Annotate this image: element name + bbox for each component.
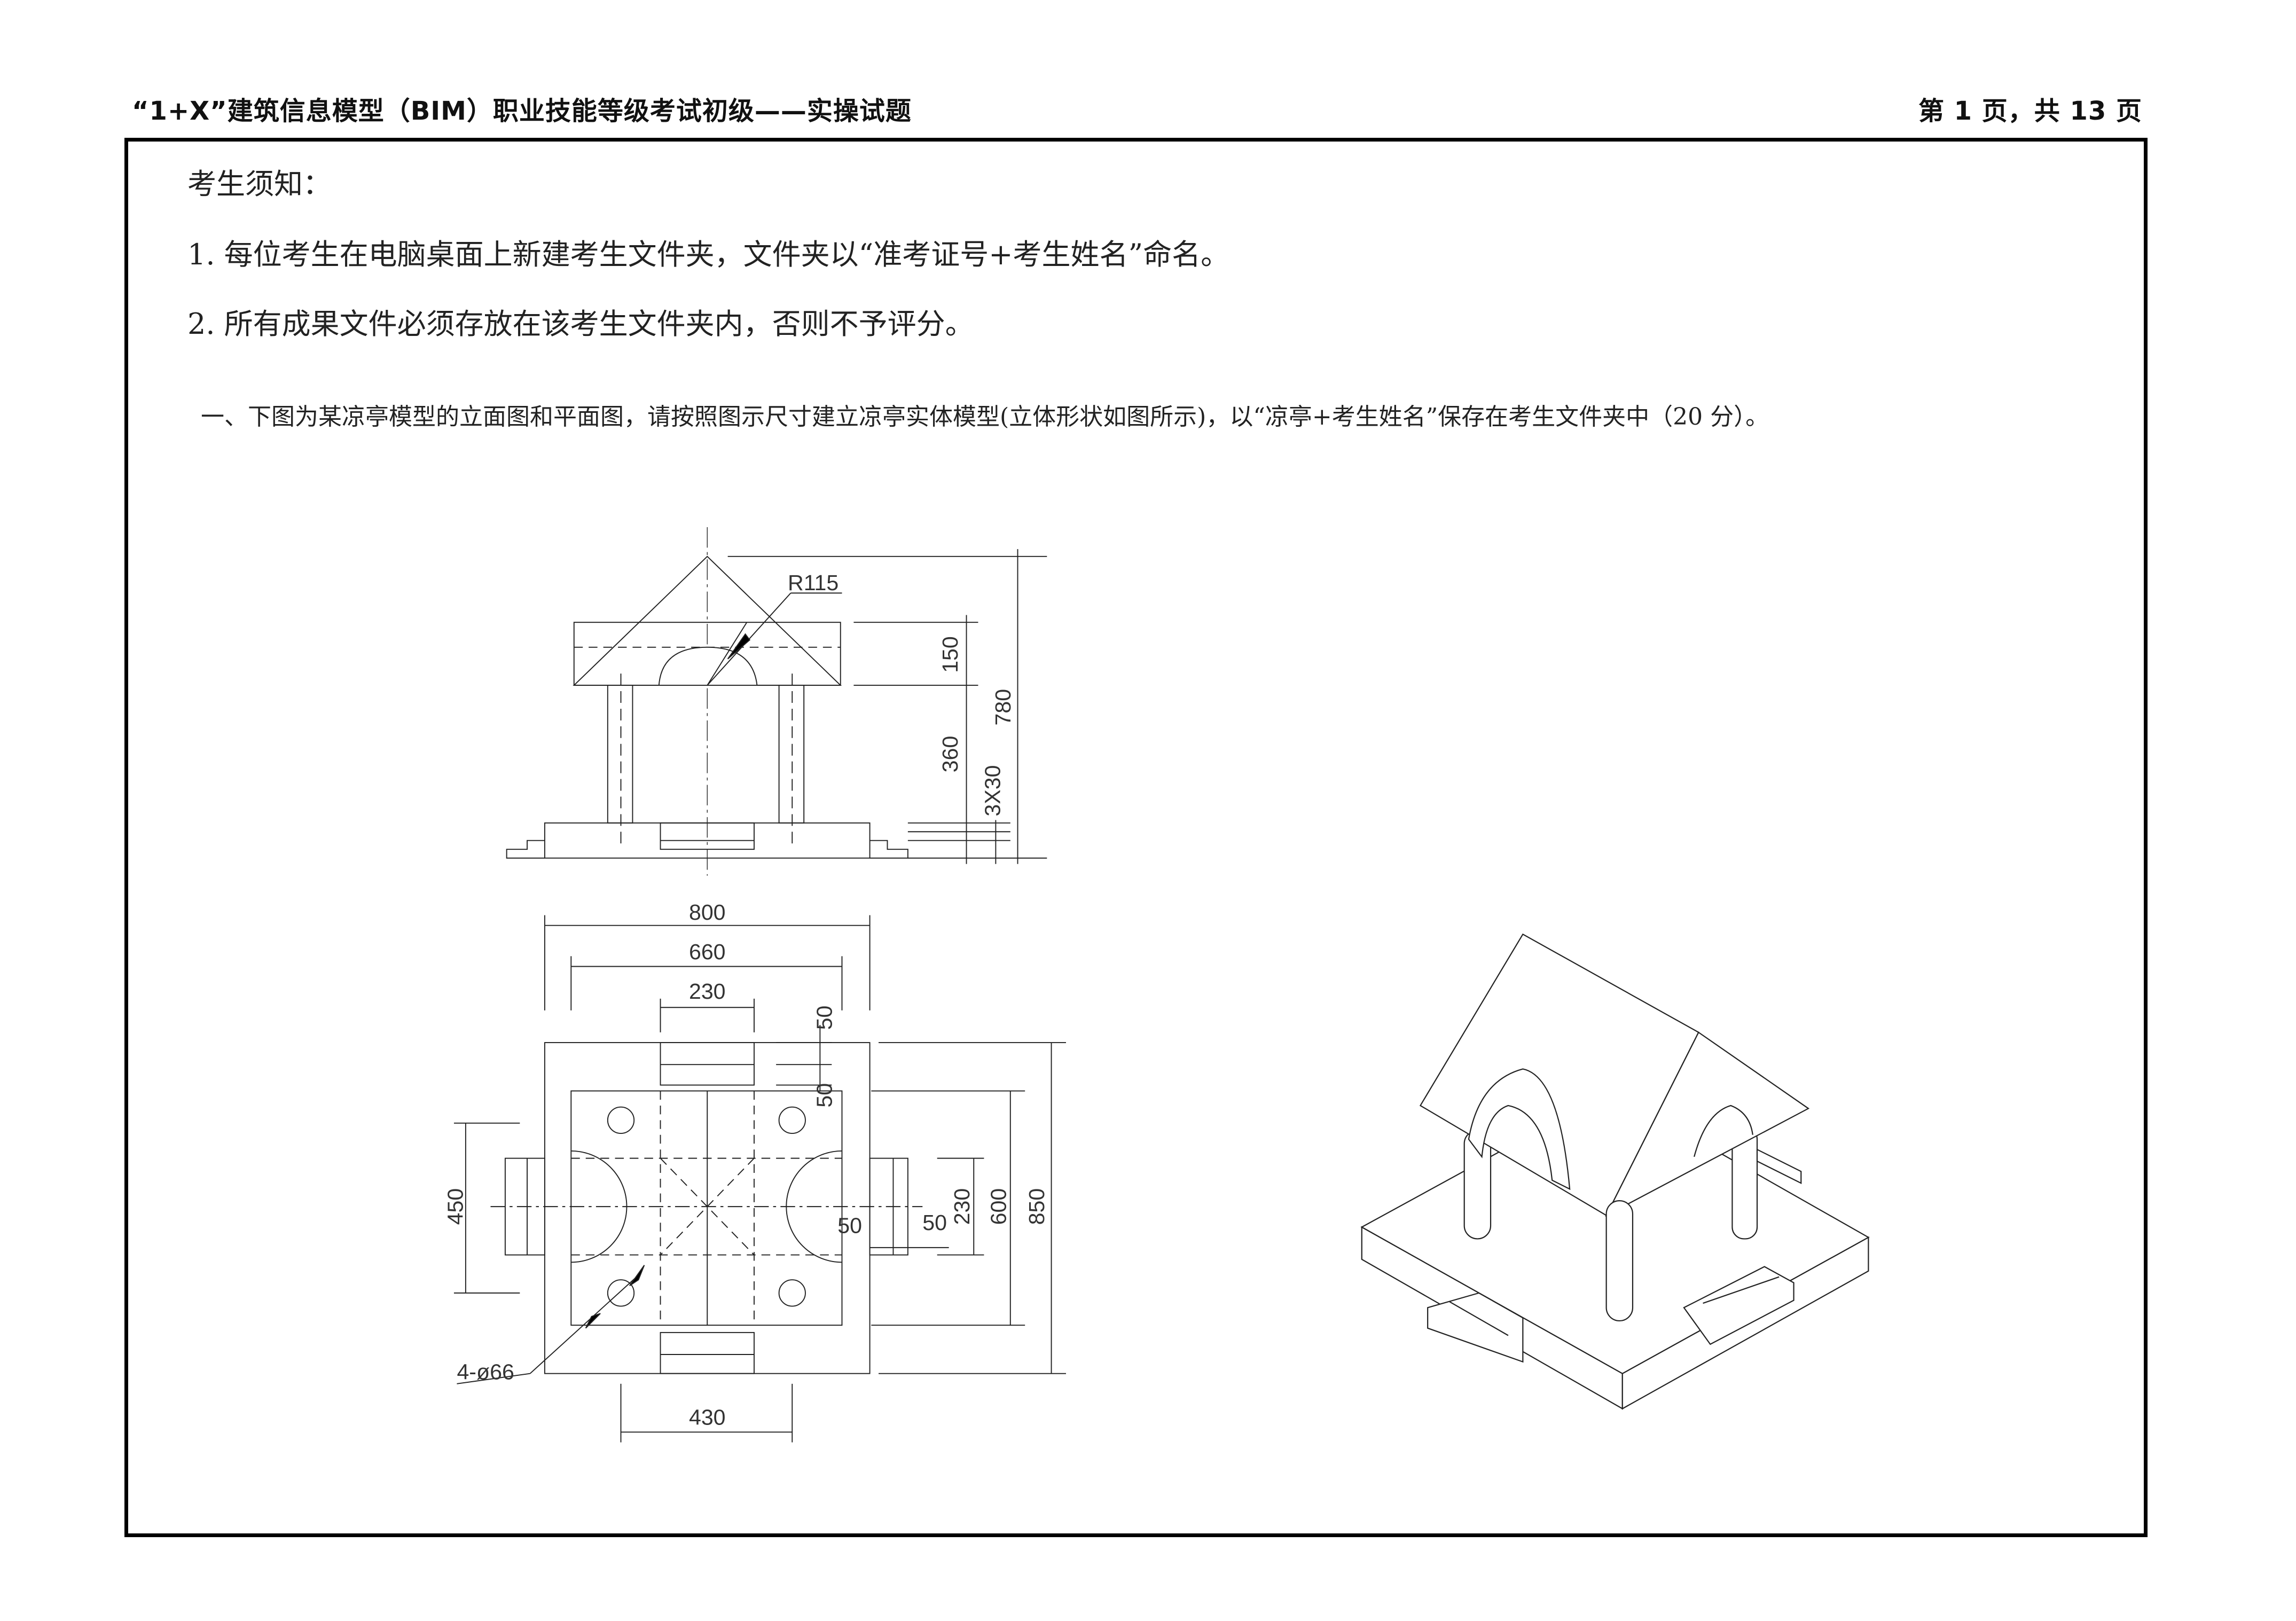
plan-view: 800 660 230 450 850 600 [443,900,1066,1443]
column-holes [607,1106,806,1307]
dim-430: 430 [689,1405,726,1430]
elevation-view: R115 150 360 780 3X30 [506,527,1047,876]
dim-600: 600 [986,1188,1011,1225]
dim-360: 360 [938,736,962,773]
dim-450: 450 [443,1188,467,1225]
notice-item-2: 2. 所有成果文件必须存放在该考生文件夹内，否则不予评分。 [187,307,974,341]
dim-150: 150 [938,636,962,673]
dim-50-d: 50 [922,1210,947,1235]
dim-800: 800 [689,900,726,925]
radius-label: R115 [788,570,839,595]
notice-heading: 考生须知： [187,167,332,201]
content-frame [124,138,2148,1537]
dim-660: 660 [689,939,726,964]
dim-780: 780 [991,689,1015,726]
dim-3x30: 3X30 [981,765,1005,816]
isometric-view [1360,933,1870,1410]
dim-50-b: 50 [812,1083,836,1108]
dim-50-c: 50 [837,1213,862,1238]
hole-label: 4-ø66 [457,1360,514,1384]
document-title: “1+X”建筑信息模型（BIM）职业技能等级考试初级——实操试题 [132,96,912,126]
dim-230-top: 230 [689,979,726,1004]
page-indicator: 第 1 页，共 13 页 [1918,96,2142,126]
dim-50-a: 50 [812,1006,836,1030]
dim-850: 850 [1024,1188,1049,1225]
notice-item-1: 1. 每位考生在电脑桌面上新建考生文件夹，文件夹以“准考证号+考生姓名”命名。 [187,238,1230,271]
question-text: 一、下图为某凉亭模型的立面图和平面图，请按照图示尺寸建立凉亭实体模型(立体形状如… [201,403,1769,430]
dim-230-right: 230 [950,1188,974,1225]
